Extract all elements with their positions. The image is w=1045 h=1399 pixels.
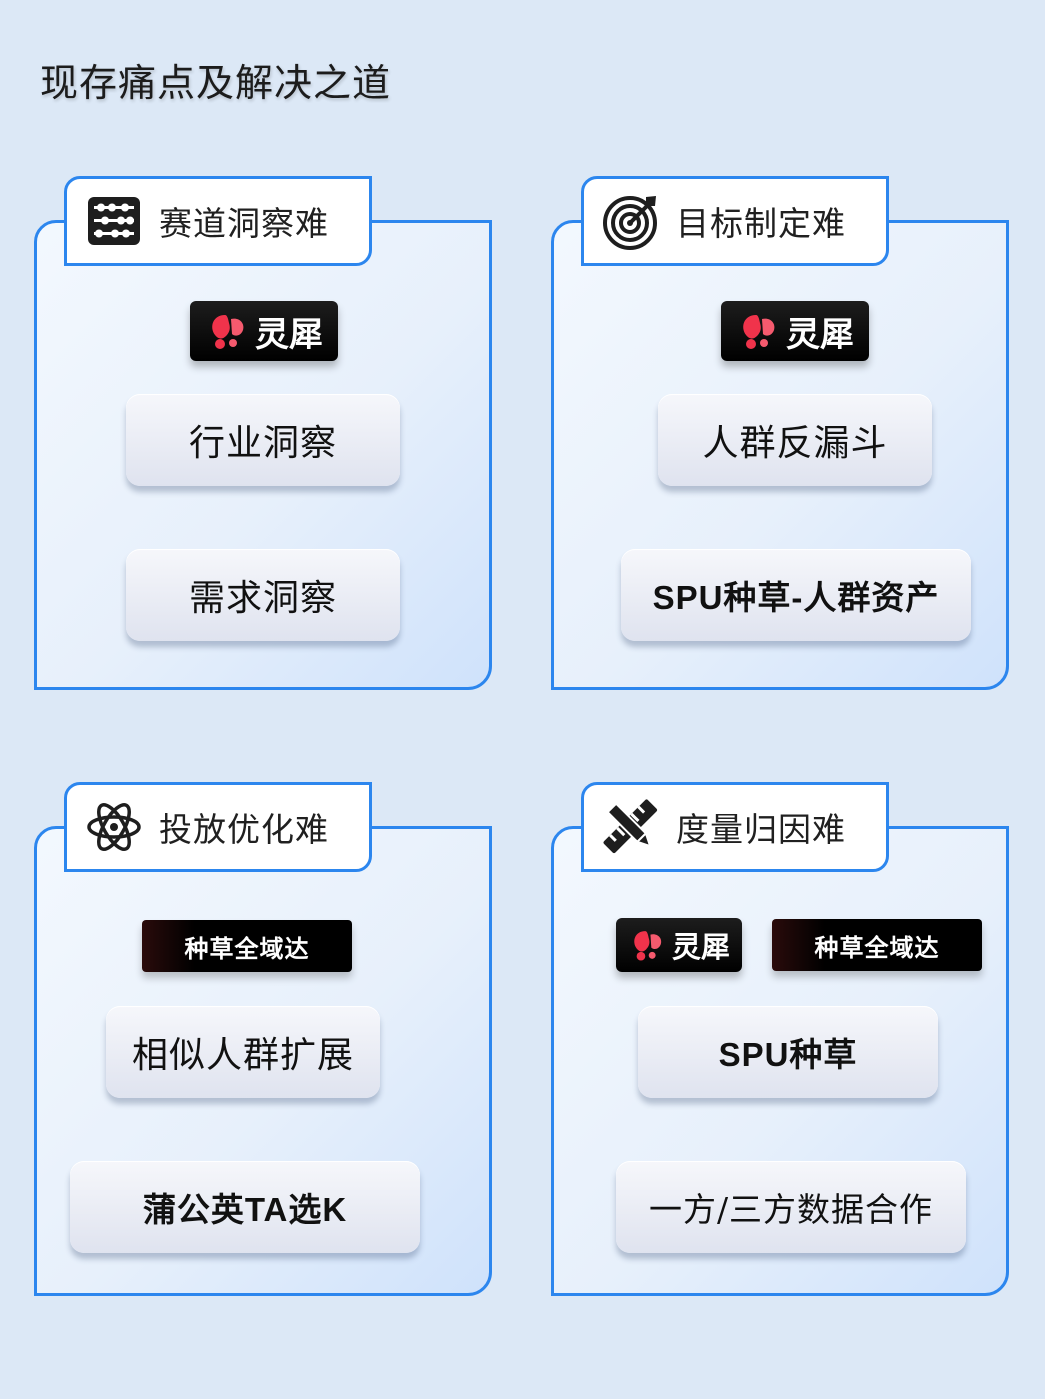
- panel-delivery-optimization: 投放优化难 种草全域达 相似人群扩展 蒲公英TA选K: [34, 782, 496, 1302]
- abacus-icon: [88, 197, 140, 245]
- lingxi-logo-icon: [634, 931, 662, 961]
- atom-icon: [87, 803, 141, 851]
- lingxi-logo-icon: [212, 315, 244, 349]
- lingxi-logo-text: 灵犀: [255, 314, 323, 355]
- tab-label: 投放优化难: [159, 810, 329, 849]
- lingxi-logo: 灵犀: [721, 301, 869, 361]
- zhongcao-badge: 种草全域达: [772, 919, 982, 971]
- tab-label: 赛道洞察难: [159, 204, 329, 243]
- solution-item: SPU种草-人群资产: [621, 549, 971, 641]
- solution-item: SPU种草: [638, 1006, 938, 1098]
- solution-item: 需求洞察: [126, 549, 400, 641]
- solution-item: 行业洞察: [126, 394, 400, 486]
- page-title: 现存痛点及解决之道: [40, 61, 392, 105]
- solution-item: 人群反漏斗: [658, 394, 932, 486]
- solution-item: 蒲公英TA选K: [70, 1161, 420, 1253]
- lingxi-logo: 灵犀: [190, 301, 338, 361]
- solution-item: 一方/三方数据合作: [616, 1161, 966, 1253]
- panel-tab: 赛道洞察难: [64, 176, 372, 266]
- tab-label: 目标制定难: [676, 204, 846, 243]
- tab-label: 度量归因难: [676, 810, 846, 849]
- lingxi-logo: 灵犀: [616, 918, 742, 972]
- panel-tab: 目标制定难: [581, 176, 889, 266]
- panel-goal-setting: 目标制定难 灵犀 人群反漏斗 SPU种草-人群资产: [551, 176, 1013, 696]
- target-icon: [603, 196, 657, 250]
- panel-tab: 投放优化难: [64, 782, 372, 872]
- lingxi-logo-text: 灵犀: [786, 314, 854, 355]
- lingxi-logo-text: 灵犀: [671, 930, 730, 964]
- panel-tab: 度量归因难: [581, 782, 889, 872]
- panel-track-insight: 赛道洞察难 灵犀 行业洞察 需求洞察: [34, 176, 496, 696]
- lingxi-logo-icon: [743, 315, 775, 349]
- ruler-pencil-icon: [603, 799, 658, 854]
- panel-measurement-attribution: 度量归因难 灵犀 种草全域达 SPU种草 一方/三方数据合作: [551, 782, 1013, 1302]
- zhongcao-badge: 种草全域达: [142, 920, 352, 972]
- solution-item: 相似人群扩展: [106, 1006, 380, 1098]
